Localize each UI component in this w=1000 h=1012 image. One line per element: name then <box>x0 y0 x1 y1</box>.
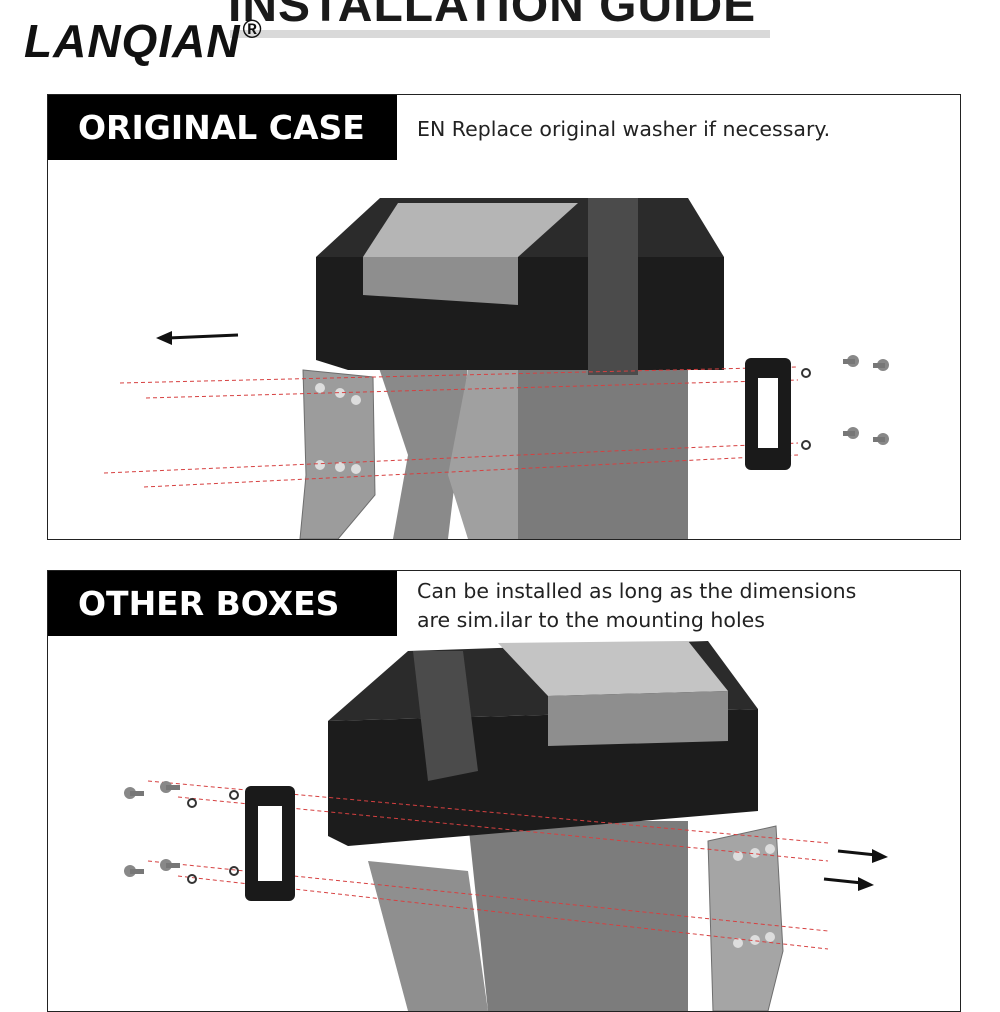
brand-logo: LANQIAN® <box>24 15 263 67</box>
gasket-cutout <box>758 378 778 448</box>
arrow-icon <box>823 877 874 891</box>
bolt-icon <box>124 787 144 799</box>
guide-line <box>119 366 799 384</box>
gasket-cutout <box>258 806 282 881</box>
bolt-icon <box>873 359 889 371</box>
bolt-icon <box>160 859 180 871</box>
bracket-face <box>468 821 688 1011</box>
bolt-icon <box>160 781 180 793</box>
title-underline <box>230 30 770 38</box>
note-line: are sim.ilar to the mounting holes <box>417 608 765 632</box>
box-lid-panel <box>363 203 578 257</box>
washer <box>801 440 811 450</box>
mounting-bracket <box>368 861 488 1011</box>
section-label: ORIGINAL CASE <box>48 95 397 160</box>
guide-line <box>103 442 799 474</box>
original-case-illustration <box>103 198 889 539</box>
plate-hole <box>765 932 775 942</box>
plate-hole <box>315 460 325 470</box>
box-lid-panel <box>498 641 728 696</box>
box-side-texture <box>588 198 638 375</box>
washer <box>187 874 197 884</box>
washer <box>187 798 197 808</box>
bolt-icon <box>124 865 144 877</box>
arrow-icon <box>156 331 239 345</box>
box-side-texture <box>413 651 478 781</box>
washer <box>801 368 811 378</box>
washer <box>229 866 239 876</box>
mounting-bracket <box>378 365 468 539</box>
bracket-side <box>448 370 518 539</box>
plate-hole <box>315 383 325 393</box>
washer <box>229 790 239 800</box>
plate-hole <box>351 395 361 405</box>
bolt-icon <box>843 427 859 439</box>
plate-hole <box>750 935 760 945</box>
section-note: Can be installed as long as the dimensio… <box>417 577 856 635</box>
plate-hole <box>335 462 345 472</box>
arrow-icon <box>837 849 888 863</box>
plate-hole <box>351 464 361 474</box>
page-title: INSTALLATION GUIDE <box>228 0 757 32</box>
bolt-icon <box>843 355 859 367</box>
plate-hole <box>733 938 743 948</box>
brand-name: LANQIAN <box>24 15 241 67</box>
plate-hole <box>335 388 345 398</box>
plate-hole <box>733 851 743 861</box>
box-front-panel <box>363 257 518 305</box>
guide-line <box>145 379 799 399</box>
section-note: EN Replace original washer if necessary. <box>417 115 830 144</box>
note-line: EN Replace original washer if necessary. <box>417 117 831 141</box>
other-boxes-panel: OTHER BOXES Can be installed as long as … <box>47 570 961 1012</box>
plate-hole <box>765 844 775 854</box>
bolt-icon <box>873 433 889 445</box>
section-label: OTHER BOXES <box>48 571 397 636</box>
plate-hole <box>750 848 760 858</box>
registered-mark: ® <box>242 14 263 44</box>
other-boxes-illustration <box>124 641 888 1011</box>
bracket-face <box>518 370 688 539</box>
box-front-panel <box>548 691 728 746</box>
note-line: Can be installed as long as the dimensio… <box>417 579 857 603</box>
side-plate <box>707 825 784 1011</box>
original-case-panel: ORIGINAL CASE EN Replace original washer… <box>47 94 961 540</box>
